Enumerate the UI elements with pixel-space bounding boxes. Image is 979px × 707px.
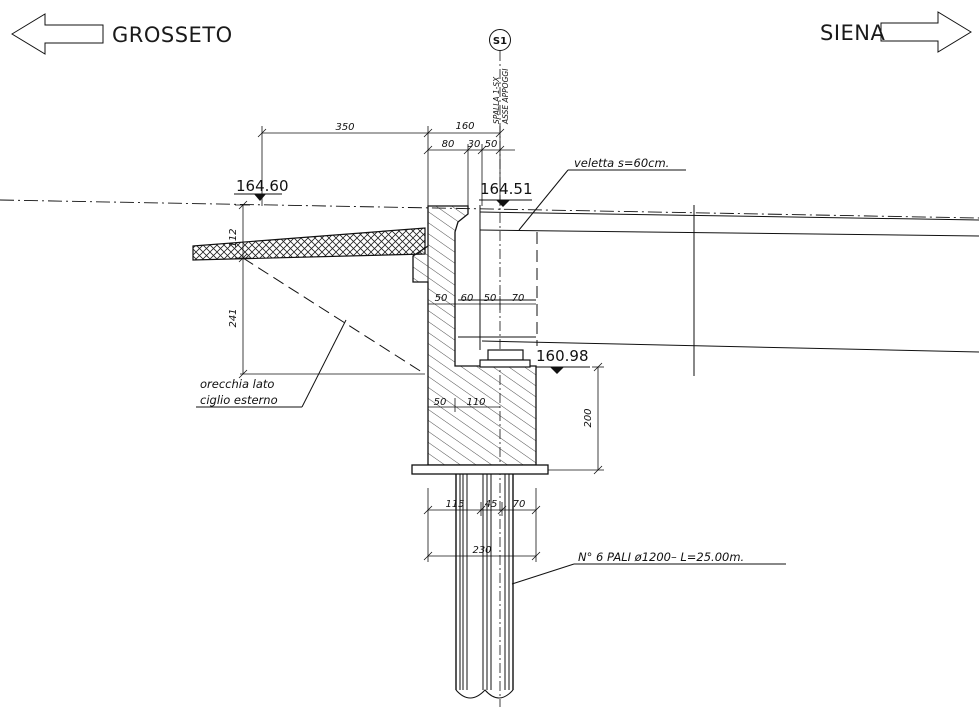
pile-dimension-chain xyxy=(423,488,541,562)
axis-marker-s1 xyxy=(489,29,511,51)
note-veletta: veletta s=60cm. xyxy=(574,156,669,170)
elevation-right-top: 164.51 xyxy=(480,180,533,198)
deck-beam xyxy=(479,205,979,376)
note-piles: N° 6 PALI ø1200– L=25.00m. xyxy=(578,550,744,564)
bearing-device xyxy=(479,349,531,368)
direction-left-label: GROSSETO xyxy=(112,23,233,47)
elevation-mark-bearing xyxy=(536,366,590,374)
backwall xyxy=(458,205,536,350)
elevation-mark-right xyxy=(479,199,532,207)
dim-base-b: 110 xyxy=(466,397,485,408)
wing-slope-line xyxy=(242,257,426,375)
elevation-left-top: 164.60 xyxy=(236,177,289,195)
axis-label-line2: ASSE APPOGGI xyxy=(501,68,510,125)
note-orecchia-line2: ciglio esterno xyxy=(200,393,278,407)
dim-base-a: 50 xyxy=(434,397,447,408)
direction-right-arrow-icon xyxy=(880,11,972,53)
road-profile-line xyxy=(0,199,979,219)
direction-left-arrow-icon xyxy=(11,13,104,55)
left-vertical-dimensions xyxy=(235,200,425,379)
piles-leader xyxy=(511,563,786,585)
elevation-mark-left xyxy=(234,193,282,201)
top-dimension-chain xyxy=(257,126,515,212)
axis-marker-symbol: S1 xyxy=(493,36,507,47)
axis-label-line1: SPALLA 1-SX xyxy=(492,76,501,124)
dim-wing-thickness: 112 xyxy=(228,228,239,247)
elevation-bearing: 160.98 xyxy=(536,347,589,365)
veletta-leader xyxy=(518,169,686,231)
orecchia-leader xyxy=(196,319,347,408)
pile-cap-plate xyxy=(411,464,549,475)
dim-pile-b: 45 xyxy=(485,499,498,510)
dim-mid-d: 70 xyxy=(512,293,525,304)
dim-base-height: 200 xyxy=(583,408,594,427)
abutment-wall xyxy=(412,205,537,466)
base-height-dimension xyxy=(548,362,604,475)
dim-mid-b: 60 xyxy=(461,293,474,304)
dim-wing-length: 350 xyxy=(335,122,354,133)
dim-wing-height: 241 xyxy=(228,308,239,327)
dim-mid-c: 50 xyxy=(484,293,497,304)
direction-right-label: SIENA xyxy=(820,21,886,45)
dim-pile-a: 115 xyxy=(445,499,464,510)
note-orecchia-line1: orecchia lato xyxy=(200,377,274,391)
dim-mid-a: 50 xyxy=(435,293,448,304)
middle-dimension-chain xyxy=(428,296,536,310)
dim-pile-c: 70 xyxy=(513,499,526,510)
dim-top-part-b: 30 xyxy=(468,139,481,150)
dim-pile-total: 230 xyxy=(472,545,491,556)
dim-top-width: 160 xyxy=(455,121,474,132)
base-dimension-chain xyxy=(428,398,500,412)
dim-top-part-a: 80 xyxy=(442,139,455,150)
dim-top-part-c: 50 xyxy=(485,139,498,150)
